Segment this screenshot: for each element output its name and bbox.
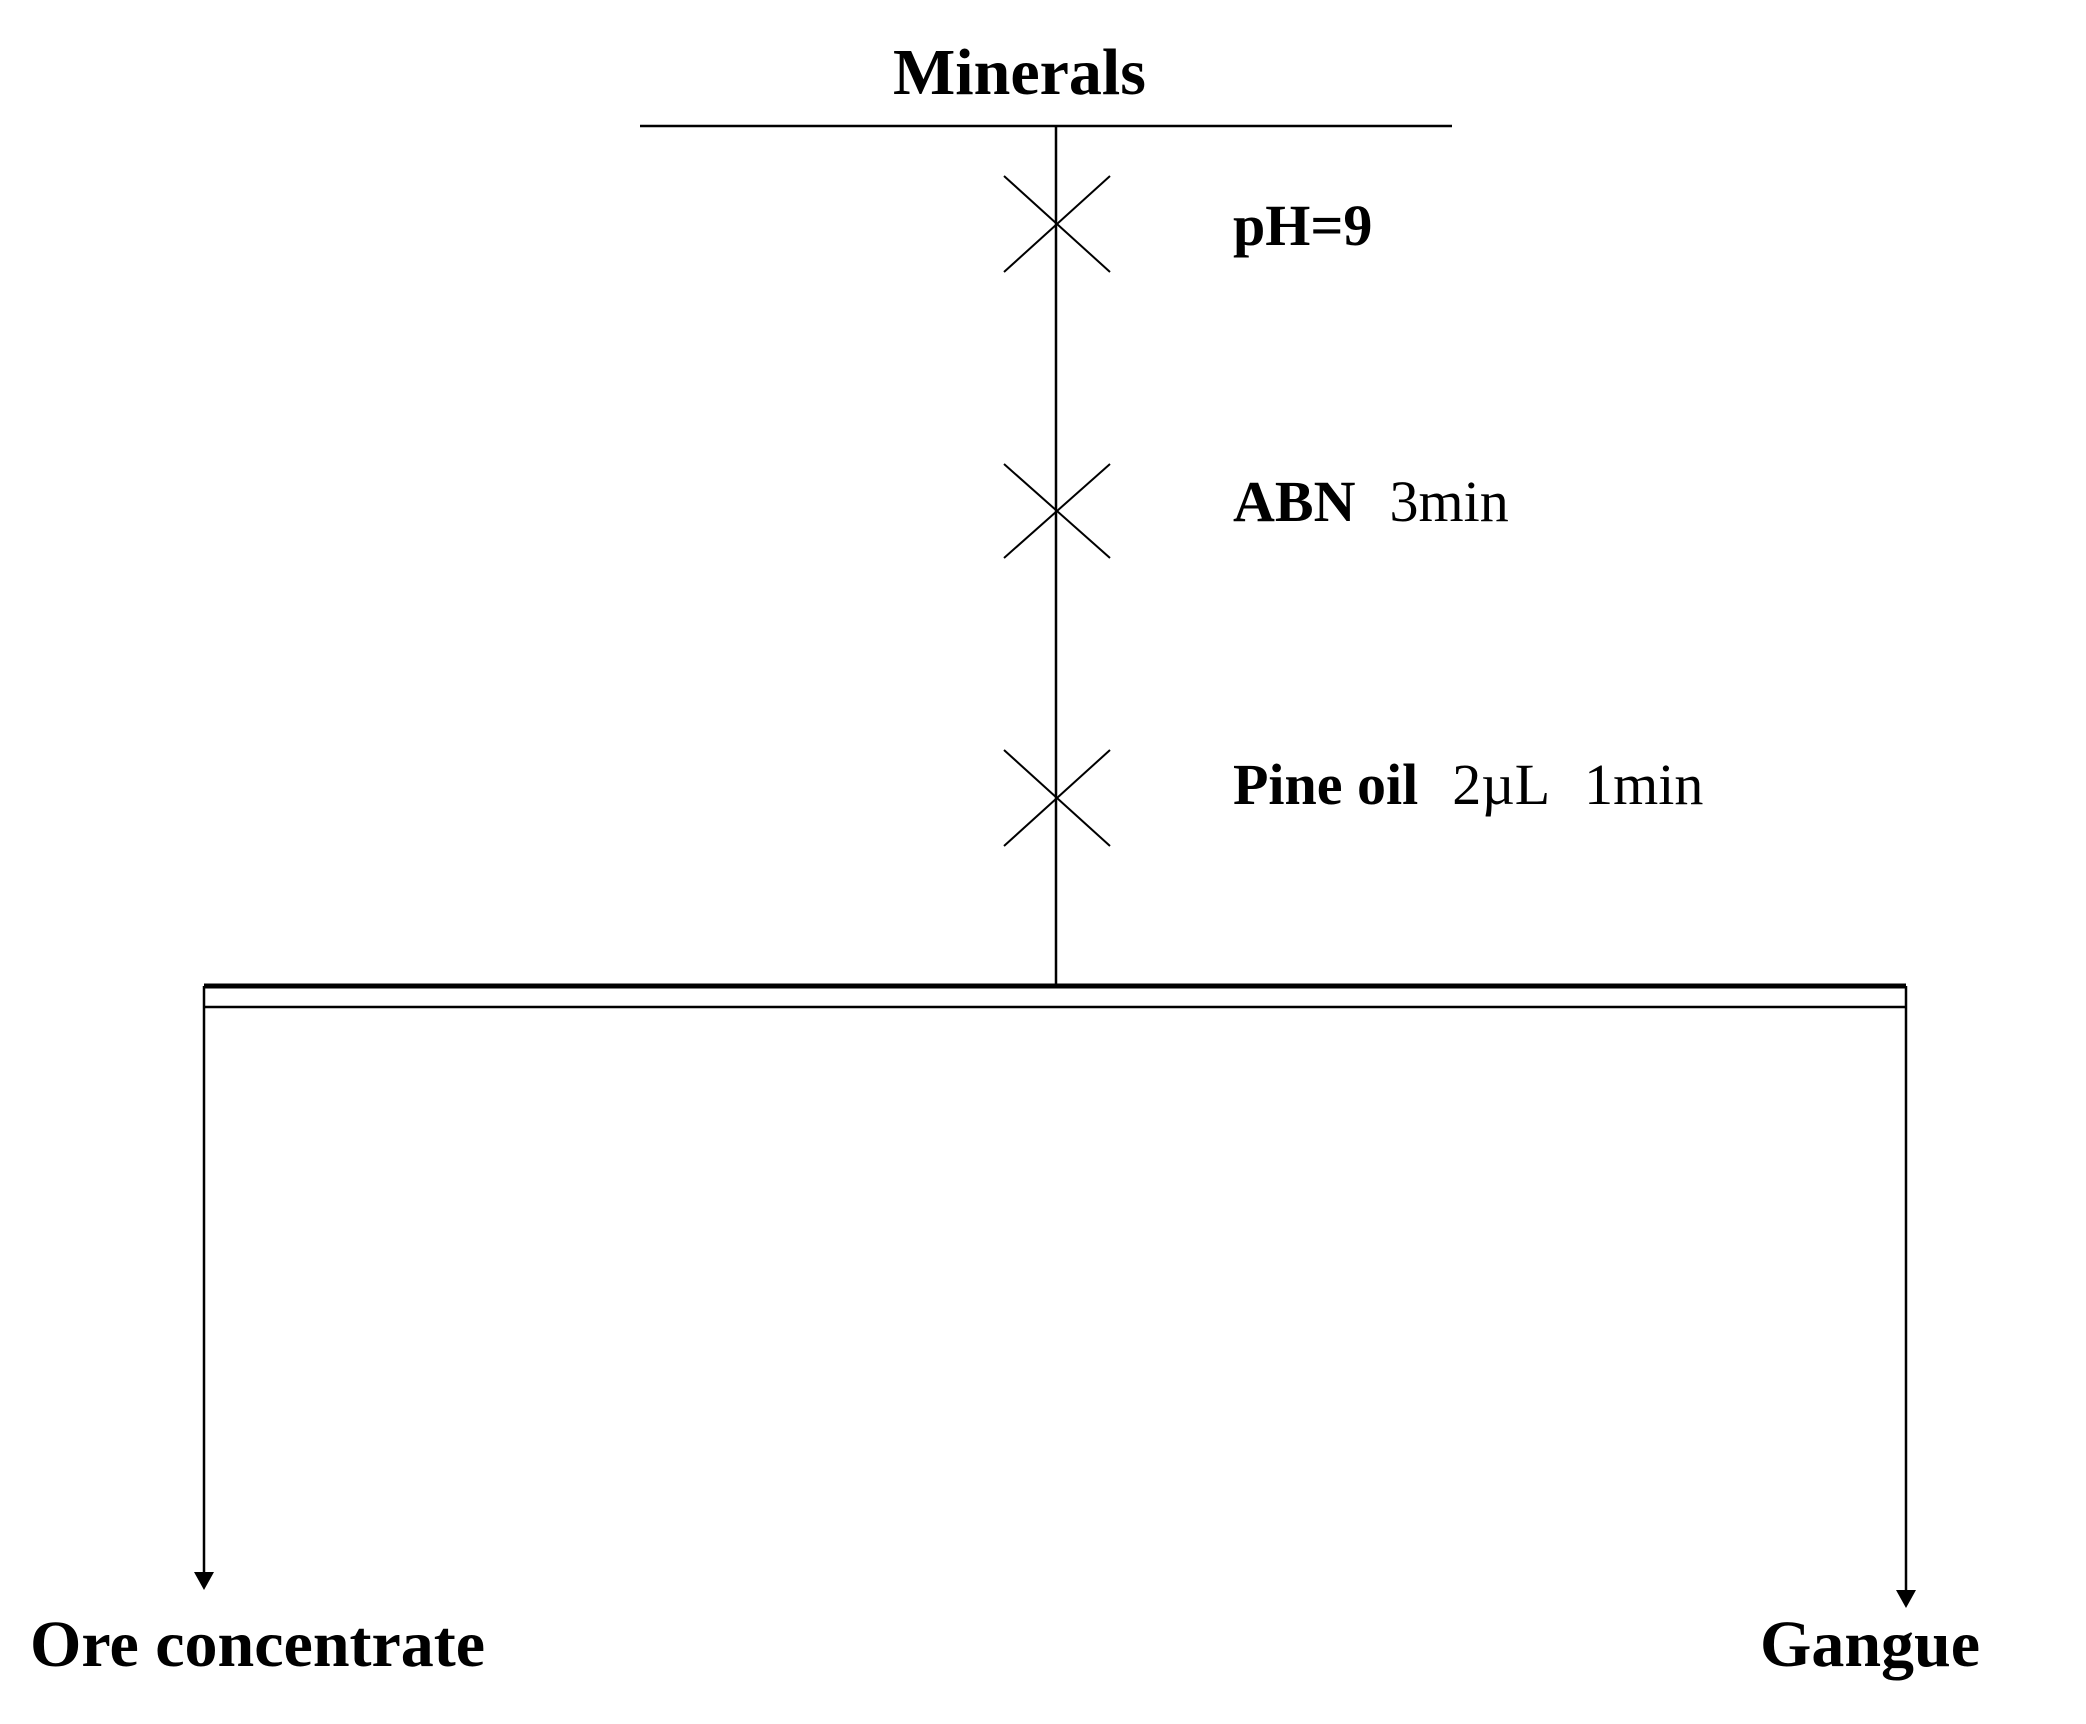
step-label-1: pH=9 xyxy=(1233,197,1372,255)
gangue-arrowhead xyxy=(1896,1590,1916,1608)
step-2-reagent: ABN xyxy=(1233,469,1356,534)
output-gangue-label: Gangue xyxy=(1760,1608,1981,1681)
step-3-dosage: 2µL xyxy=(1452,752,1551,817)
stage-marker-3 xyxy=(1003,749,1111,847)
step-1-reagent: pH=9 xyxy=(1233,193,1373,258)
concentrate-arrowhead xyxy=(194,1572,214,1590)
stage-marker-1 xyxy=(1003,175,1111,273)
stage-marker-2 xyxy=(1003,463,1111,559)
step-3-time: 1min xyxy=(1584,752,1704,817)
output-concentrate-label: Ore concentrate xyxy=(30,1608,486,1681)
step-2-time: 3min xyxy=(1389,469,1509,534)
input-label: Minerals xyxy=(893,36,1146,109)
step-3-reagent: Pine oil xyxy=(1233,752,1419,817)
